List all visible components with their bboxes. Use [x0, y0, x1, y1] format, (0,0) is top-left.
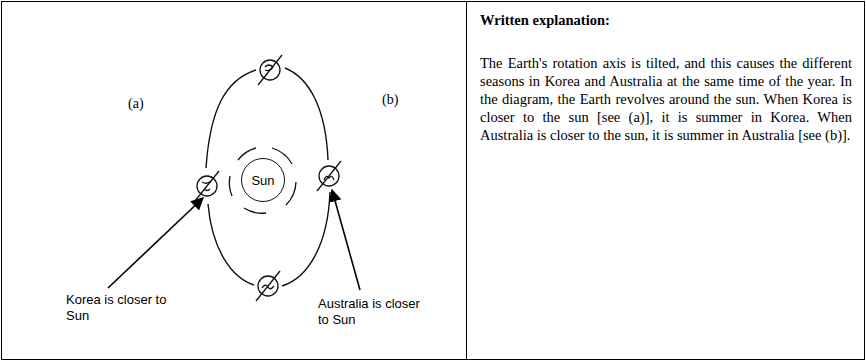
leader-arrow — [332, 190, 360, 290]
ray-arc — [244, 208, 266, 213]
section-heading: Written explanation: — [480, 12, 850, 28]
earth — [256, 271, 280, 301]
callout-letter: (b) — [382, 92, 422, 108]
earth — [317, 161, 341, 191]
callout-letter: (a) — [128, 96, 168, 112]
table-divider — [466, 2, 467, 360]
ray-arc — [238, 148, 256, 160]
leader-arrow — [108, 198, 203, 288]
orbit-arc — [208, 204, 254, 285]
orbit-arc — [206, 70, 256, 168]
earth — [258, 55, 282, 85]
paragraph: The Earth's rotation axis is tilted, and… — [480, 54, 852, 144]
ray-arc — [286, 182, 296, 205]
earth — [195, 171, 219, 201]
sun-rays — [229, 148, 296, 213]
orbit-arc — [285, 68, 328, 160]
orbit — [206, 68, 330, 286]
earth-positions — [195, 55, 341, 301]
note-label: Korea is closer to Sun — [66, 292, 176, 324]
sun-circle: Sun — [241, 158, 285, 202]
ray-arc — [229, 176, 232, 196]
orbit-arc — [282, 192, 330, 286]
note-label: Australia is closer to Sun — [318, 296, 428, 328]
node-text: Sun — [251, 173, 274, 188]
